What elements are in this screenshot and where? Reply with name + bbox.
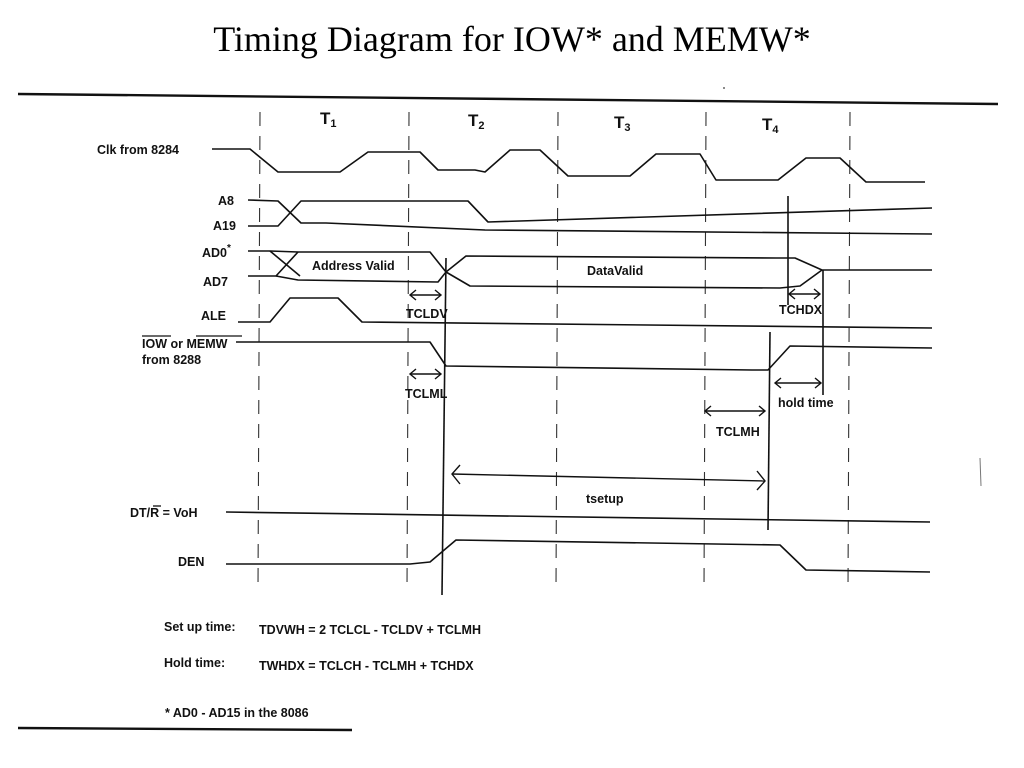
a8-a19-transition [467, 200, 489, 223]
tclmh-head-right [758, 405, 767, 417]
ad-bus-x1 [269, 250, 301, 277]
tclml-head-left [408, 368, 417, 380]
tclmh-arrow [703, 405, 767, 417]
ad-bus-data-lower [445, 269, 823, 289]
clock-state-t1: T1 [320, 109, 337, 130]
hold-time-arrow [773, 377, 823, 389]
a19-line [248, 200, 933, 227]
scan-dot [723, 87, 725, 89]
tcldv-arrow [408, 289, 443, 301]
den-waveform [226, 539, 931, 573]
tsetup-head-left [451, 464, 461, 485]
clock-state-boundaries [257, 111, 851, 591]
tcldv-label: TCLDV [406, 307, 448, 321]
signal-label-iow: IOW or MEMW [142, 337, 228, 351]
clock-state-t4: T4 [762, 115, 779, 136]
boundary-line [555, 111, 559, 591]
dtr-line [225, 511, 931, 523]
tchdx-label: TCHDX [779, 303, 823, 317]
signal-label-a19: A19 [213, 219, 236, 233]
tcldv-head-right [434, 289, 443, 301]
clock-state-t3: T3 [614, 113, 631, 134]
signal-label-ad0: AD0* [202, 243, 231, 260]
tclmh-label: TCLMH [716, 425, 760, 439]
signal-label-den: DEN [178, 555, 204, 569]
a8-line [247, 199, 933, 235]
boundary-line [406, 111, 410, 591]
signal-label-a8: A8 [218, 194, 234, 208]
signal-label-dtr-text: DT/R = VoH [130, 506, 198, 520]
tchdx-head-right [813, 288, 822, 300]
ale-waveform [238, 297, 933, 329]
setup-time-formula: TDVWH = 2 TCLCL - TCLDV + TCLMH [259, 623, 481, 637]
signal-label-ad7: AD7 [203, 275, 228, 289]
scan-mark [979, 457, 982, 487]
tcldv-head-left [408, 289, 417, 301]
slide-title: Timing Diagram for IOW* and MEMW* [213, 19, 811, 59]
signal-label-ale: ALE [201, 309, 226, 323]
ad-bus-lower [248, 251, 299, 277]
signal-label-dtr: DT/R = VoH [130, 505, 198, 520]
setup-time-label: Set up time: [164, 620, 236, 634]
bottom-rule [17, 726, 353, 732]
tclml-label: TCLML [405, 387, 448, 401]
tclml-head-right [434, 368, 443, 380]
footnote: * AD0 - AD15 in the 8086 [165, 706, 309, 720]
hold-time-formula: TWHDX = TCLCH - TCLMH + TCHDX [259, 659, 474, 673]
address-valid-label: Address Valid [312, 259, 395, 273]
boundary-line [703, 111, 707, 591]
hold-time-formula-label: Hold time: [164, 656, 225, 670]
data-valid-label: DataValid [587, 264, 643, 278]
ad-bus-upper [248, 250, 932, 273]
signal-label-clk: Clk from 8284 [97, 143, 179, 157]
top-rule [17, 92, 999, 106]
signal-label-iow-memw: IOW or MEMW from 8288 [142, 335, 242, 367]
ref-line-t2-start [441, 257, 447, 596]
boundary-line [847, 111, 851, 591]
clk-waveform [212, 148, 925, 183]
ref-line-iow-rise [767, 331, 771, 531]
boundary-line [257, 111, 261, 591]
hold-time-head-left [773, 377, 782, 389]
signal-label-iow-source: from 8288 [142, 353, 201, 367]
tchdx-head-left [787, 288, 796, 300]
tsetup-shaft [451, 473, 766, 482]
tsetup-head-right [756, 470, 766, 491]
tclml-arrow [408, 368, 443, 380]
tsetup-arrow [451, 464, 766, 491]
iow-memw-waveform [236, 341, 933, 371]
hold-time-label: hold time [778, 396, 834, 410]
ad-bus-address-lower [275, 271, 447, 283]
tsetup-label: tsetup [586, 492, 624, 506]
hold-time-head-right [814, 377, 823, 389]
tclmh-head-left [703, 405, 712, 417]
tchdx-arrow [787, 288, 822, 300]
clock-state-t2: T2 [468, 111, 485, 132]
